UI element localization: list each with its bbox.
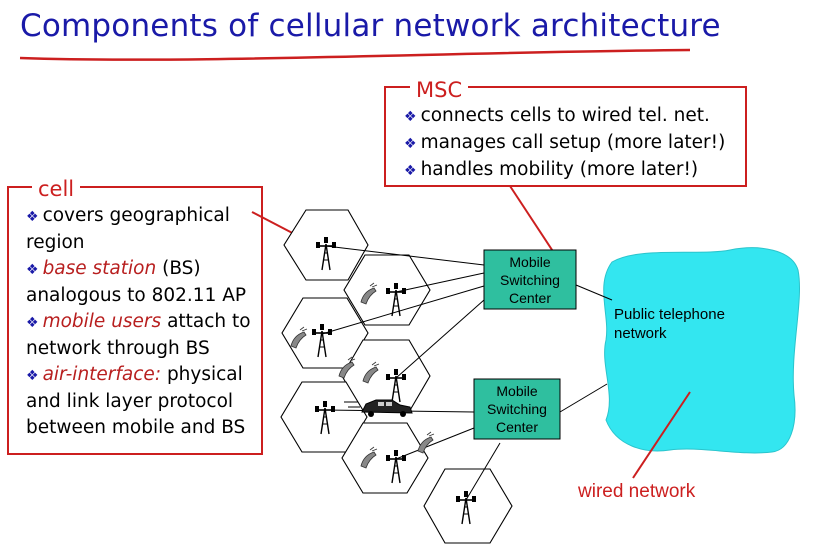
bullet-item: ❖mobile users attach to network through … — [26, 311, 251, 359]
diamond-bullet-icon: ❖ — [404, 136, 417, 152]
msc-node-label: Mobile Switching Center — [487, 383, 547, 435]
bullet-item: ❖base station (BS) analogous to 802.11 A… — [26, 258, 247, 306]
title-underline — [19, 48, 691, 61]
pstn-cloud — [603, 247, 801, 454]
msc-node-box — [473, 378, 561, 440]
msc-pointer — [509, 185, 561, 263]
pstn-label: Public telephone network — [614, 306, 725, 342]
msc-callout-box — [384, 86, 747, 187]
bullet-item: ❖covers geographical region — [26, 205, 230, 253]
wired-pointer — [632, 391, 691, 479]
bullet-item: ❖manages call setup (more later!) — [404, 132, 726, 153]
msc-node-box — [483, 249, 577, 310]
wired-network-label: wired network — [578, 481, 696, 502]
msc-callout-label: MSC — [410, 78, 469, 102]
diamond-bullet-icon: ❖ — [26, 315, 39, 331]
hex-cell — [423, 468, 513, 544]
diamond-bullet-icon: ❖ — [404, 163, 417, 179]
page-title: Components of cellular network architect… — [20, 8, 721, 44]
bullet-item: ❖air-interface: physical and link layer … — [26, 364, 246, 438]
cell-callout-bullets: ❖covers geographical region ❖base statio… — [26, 203, 258, 441]
hex-cell — [341, 422, 429, 494]
links — [321, 245, 613, 501]
diamond-bullet-icon: ❖ — [26, 209, 39, 225]
car-icon — [344, 399, 413, 417]
cell-callout-box — [7, 186, 263, 455]
bullet-item: ❖connects cells to wired tel. net. — [404, 105, 710, 126]
msc-callout-bullets: ❖connects cells to wired tel. net. ❖mana… — [404, 103, 725, 184]
diamond-bullet-icon: ❖ — [404, 109, 417, 125]
cell-callout-label: cell — [32, 177, 81, 201]
phone-icon — [417, 431, 435, 454]
diamond-bullet-icon: ❖ — [26, 368, 39, 384]
msc-node-label: Mobile Switching Center — [500, 254, 560, 306]
bullet-item: ❖handles mobility (more later!) — [404, 159, 699, 180]
diamond-bullet-icon: ❖ — [26, 262, 39, 278]
